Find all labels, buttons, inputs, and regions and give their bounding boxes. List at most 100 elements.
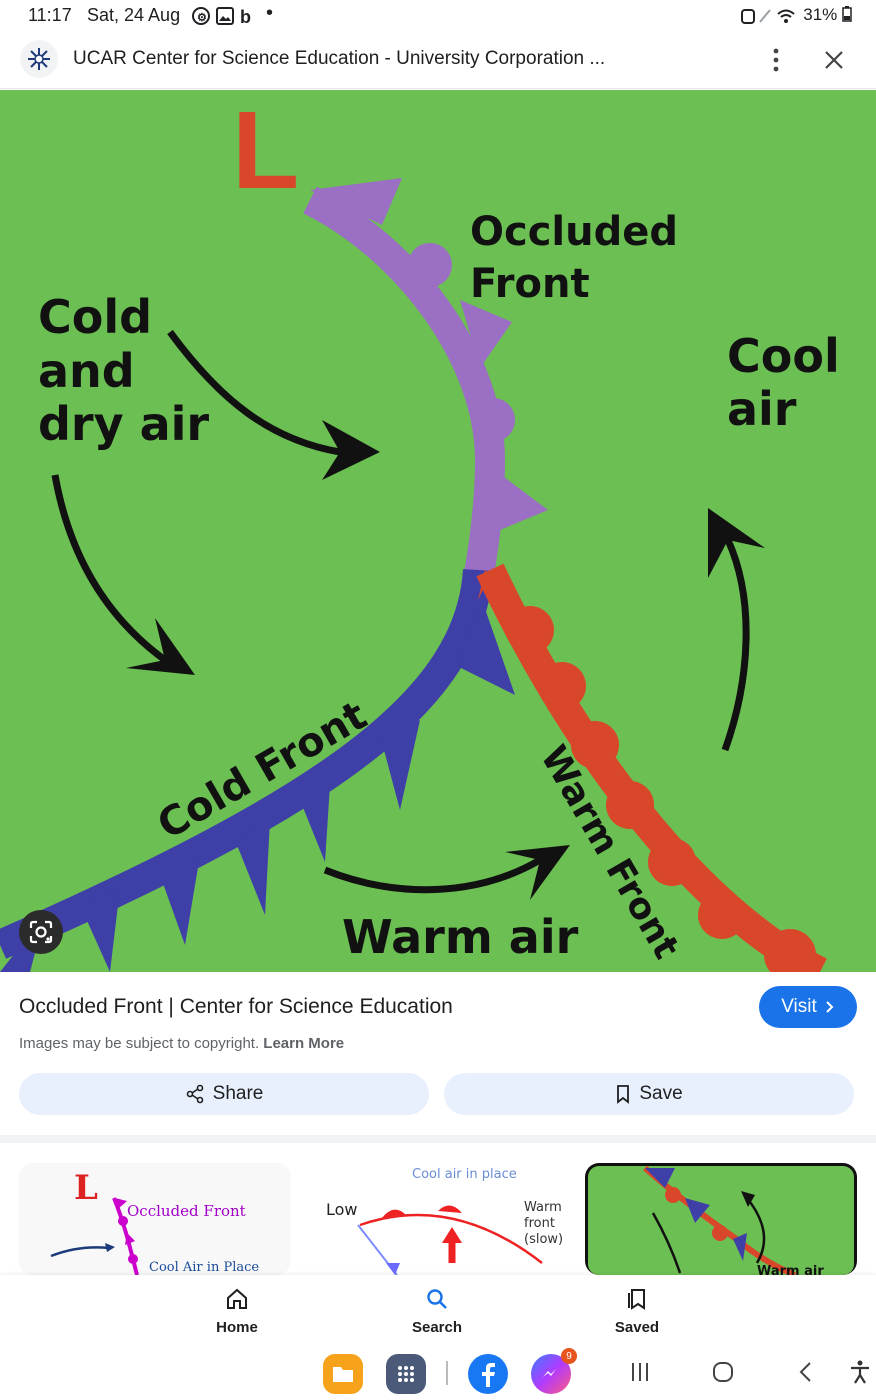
nav-search-label: Search bbox=[411, 1319, 463, 1336]
cold-dry-label-3: dry air bbox=[38, 397, 209, 451]
result-title[interactable]: Occluded Front | Center for Science Educ… bbox=[19, 995, 453, 1018]
battery-status: 31% bbox=[803, 5, 852, 25]
related-cool-label: Cool Air in Place bbox=[149, 1260, 259, 1275]
svg-text:b: b bbox=[240, 7, 251, 26]
learn-more-link[interactable]: Learn More bbox=[263, 1035, 345, 1052]
page-title: UCAR Center for Science Education - Univ… bbox=[73, 48, 606, 69]
warm-front-semicircle bbox=[698, 891, 746, 939]
related-diagram-2: Cool air in place Low Warm front (slow) bbox=[302, 1163, 574, 1275]
nav-search[interactable]: Search bbox=[377, 1287, 497, 1336]
warm-front-semicircle bbox=[538, 662, 586, 710]
visit-label: Visit bbox=[781, 996, 817, 1017]
related-cool-label: Cool air in place bbox=[412, 1167, 517, 1182]
related-warm-label-3: (slow) bbox=[524, 1232, 563, 1247]
nav-saved[interactable]: Saved bbox=[577, 1287, 697, 1336]
share-label: Share bbox=[212, 1083, 264, 1104]
save-label: Save bbox=[639, 1083, 683, 1104]
related-warm-label-2: front bbox=[524, 1216, 555, 1231]
home-icon bbox=[227, 1288, 247, 1309]
system-icons bbox=[740, 6, 800, 31]
recent-apps-button[interactable] bbox=[628, 1359, 652, 1385]
cool-air-label-1: Cool bbox=[727, 329, 840, 383]
warm-front-semicircle bbox=[606, 781, 654, 829]
related-occluded-label: Occluded Front bbox=[127, 1202, 246, 1220]
related-diagram-3: Warm air bbox=[588, 1165, 854, 1275]
accessibility-icon bbox=[851, 1360, 869, 1384]
occluded-triangle bbox=[310, 178, 402, 225]
back-chevron-icon bbox=[799, 1362, 811, 1382]
close-button[interactable] bbox=[820, 46, 848, 74]
back-button[interactable] bbox=[794, 1359, 818, 1385]
warm-front-semicircle bbox=[648, 838, 696, 886]
status-bar: 11:17 Sat, 24 Aug ⚙ b • 31% bbox=[0, 0, 876, 32]
bookmark-icon bbox=[617, 1085, 630, 1104]
visit-button[interactable]: Visit bbox=[759, 986, 857, 1028]
related-warm-label-1: Warm bbox=[524, 1200, 562, 1215]
cold-front-triangle bbox=[380, 720, 420, 810]
messenger-app-icon[interactable]: 9 bbox=[531, 1348, 577, 1394]
save-button[interactable]: Save bbox=[444, 1073, 854, 1115]
cold-dry-label-1: Cold bbox=[38, 290, 152, 344]
occluded-triangle bbox=[460, 300, 512, 368]
more-options-button[interactable] bbox=[764, 44, 788, 76]
accessibility-button[interactable] bbox=[848, 1359, 872, 1385]
related-image-1[interactable]: L Occluded Front Cool Air in Place bbox=[19, 1163, 291, 1275]
cold-dry-label-2: and bbox=[38, 344, 135, 398]
site-logo bbox=[20, 40, 58, 78]
copyright-notice: Images may be subject to copyright. Lear… bbox=[19, 1035, 344, 1052]
taskbar-divider bbox=[446, 1361, 448, 1385]
home-circle-icon bbox=[713, 1362, 733, 1382]
facebook-icon bbox=[482, 1363, 495, 1387]
clock: 11:17 bbox=[28, 5, 72, 25]
warm-air-label: Warm air bbox=[342, 910, 579, 964]
occluded-label-2: Front bbox=[470, 261, 590, 307]
nav-home[interactable]: Home bbox=[177, 1287, 297, 1336]
bottom-navigation: Home Search Saved bbox=[0, 1275, 876, 1345]
messenger-icon bbox=[543, 1369, 556, 1377]
recents-icon bbox=[632, 1363, 648, 1381]
more-vert-icon bbox=[773, 48, 779, 72]
section-divider bbox=[0, 1135, 876, 1143]
occluded-semicircle bbox=[408, 243, 452, 287]
date: Sat, 24 Aug bbox=[87, 5, 181, 25]
lens-icon bbox=[29, 920, 53, 944]
folder-icon bbox=[333, 1367, 353, 1382]
related-low-label: L bbox=[74, 1168, 98, 1208]
more-notifications-dot: • bbox=[266, 2, 274, 24]
notification-icon: ⚙ b bbox=[192, 6, 256, 31]
close-icon bbox=[825, 51, 843, 69]
google-lens-button[interactable] bbox=[19, 910, 63, 954]
cold-front-triangle bbox=[235, 820, 270, 915]
cold-air-arrow bbox=[167, 329, 341, 456]
low-label: L bbox=[232, 90, 299, 212]
system-taskbar: 9 bbox=[0, 1345, 876, 1400]
cold-front-triangle bbox=[300, 785, 330, 862]
messenger-badge: 9 bbox=[561, 1348, 577, 1364]
share-button[interactable]: Share bbox=[19, 1073, 429, 1115]
related-image-3[interactable]: Warm air bbox=[585, 1163, 857, 1275]
page-header: UCAR Center for Science Education - Univ… bbox=[0, 32, 876, 89]
saved-collections-icon bbox=[628, 1289, 645, 1310]
related-image-2[interactable]: Cool air in place Low Warm front (slow) bbox=[302, 1163, 574, 1275]
related-diagram-1: L Occluded Front Cool Air in Place bbox=[19, 1163, 291, 1275]
related-low-label: Low bbox=[326, 1200, 358, 1219]
nav-saved-label: Saved bbox=[614, 1319, 660, 1336]
battery-percent: 31% bbox=[803, 5, 838, 24]
home-system-button[interactable] bbox=[710, 1359, 736, 1385]
share-icon bbox=[186, 1084, 203, 1104]
chevron-right-icon bbox=[826, 1001, 834, 1013]
cool-air-arrow bbox=[721, 538, 750, 752]
warm-air-arrow bbox=[323, 856, 542, 894]
occluded-front-diagram: L Occluded F bbox=[0, 90, 876, 972]
copyright-text: Images may be subject to copyright. bbox=[19, 1035, 260, 1052]
nav-home-label: Home bbox=[216, 1319, 258, 1336]
cold-air-arrow bbox=[51, 474, 168, 663]
facebook-app-icon[interactable] bbox=[468, 1354, 508, 1394]
cold-front-line bbox=[0, 568, 493, 959]
app-drawer-icon[interactable] bbox=[386, 1354, 426, 1394]
occluded-label-1: Occluded bbox=[470, 209, 678, 255]
apps-grid-icon bbox=[398, 1366, 414, 1382]
main-image[interactable]: L Occluded F bbox=[0, 90, 876, 972]
warm-front-semicircle bbox=[764, 929, 816, 972]
my-files-app-icon[interactable] bbox=[323, 1354, 363, 1394]
